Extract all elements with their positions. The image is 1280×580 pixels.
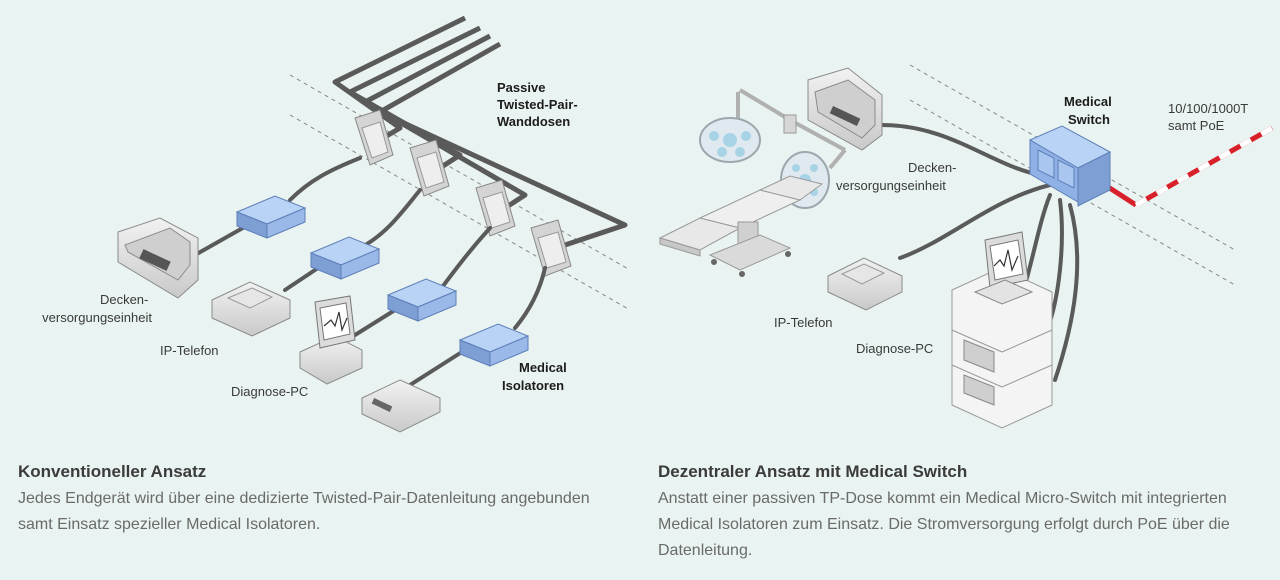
label-isolators-line1: Medical	[519, 360, 567, 375]
wall-outlet	[475, 179, 516, 237]
label-diagnosis-pc-right: Diagnose-PC	[856, 341, 933, 356]
label-uplink-line2: samt PoE	[1168, 118, 1225, 133]
wall-outlet	[354, 109, 394, 166]
label-medical-switch: Medical Switch	[1064, 94, 1115, 127]
label-ceiling-unit-right-line2: versorgungseinheit	[836, 178, 946, 193]
isolator-box	[386, 278, 458, 322]
network-diagram: Passive Twisted-Pair- Wanddosen Decken- …	[42, 15, 1274, 433]
ceiling-supply-unit	[807, 67, 883, 151]
caption-conventional-text: Jedes Endgerät wird über eine dedizierte…	[18, 490, 590, 533]
ceiling-supply-unit	[117, 217, 199, 299]
label-ceiling-unit-left-line2: versorgungseinheit	[42, 310, 152, 325]
left-panel: Passive Twisted-Pair- Wanddosen Decken- …	[42, 15, 631, 433]
label-medical-switch-line2: Switch	[1068, 112, 1110, 127]
device-cables	[193, 156, 547, 387]
ip-phone	[211, 281, 291, 337]
caption-decentral: Dezentraler Ansatz mit Medical Switch An…	[658, 462, 1268, 564]
label-wall-outlets-line1: Passive	[497, 80, 545, 95]
isolator-box	[458, 323, 530, 367]
uplink-cable	[1103, 125, 1274, 208]
ip-phone	[827, 257, 903, 311]
label-ceiling-unit-right: Decken- versorgungseinheit	[836, 160, 960, 193]
right-panel: Medical Switch 10/100/1000T samt PoE Dec…	[658, 64, 1274, 429]
label-ip-phone-left: IP-Telefon	[160, 343, 219, 358]
label-wall-outlets-line3: Wanddosen	[497, 114, 570, 129]
cable-bundle	[332, 15, 628, 248]
label-diagnosis-pc-left: Diagnose-PC	[231, 384, 308, 399]
wall-outlet	[409, 139, 450, 197]
label-ip-phone-right: IP-Telefon	[774, 315, 833, 330]
wall-lines	[289, 74, 631, 311]
caption-decentral-title: Dezentraler Ansatz mit Medical Switch	[658, 462, 968, 481]
caption-decentral-text: Anstatt einer passiven TP-Dose kommt ein…	[658, 490, 1230, 559]
label-ceiling-unit-right-line1: Decken-	[908, 160, 956, 175]
label-uplink-line1: 10/100/1000T	[1168, 101, 1248, 116]
isolator-box	[235, 195, 307, 239]
operating-table	[658, 175, 824, 277]
label-ceiling-unit-left-line1: Decken-	[100, 292, 148, 307]
label-wall-outlets: Passive Twisted-Pair- Wanddosen	[497, 80, 581, 129]
diagnosis-cart	[951, 231, 1053, 429]
label-medical-switch-line1: Medical	[1064, 94, 1112, 109]
label-ceiling-unit-left: Decken- versorgungseinheit	[42, 292, 152, 325]
caption-conventional-title: Konventioneller Ansatz	[18, 462, 207, 481]
wall-outlet	[530, 219, 572, 277]
isolator-box	[309, 236, 381, 280]
diagnosis-pc	[299, 295, 363, 385]
label-wall-outlets-line2: Twisted-Pair-	[497, 97, 578, 112]
label-isolators-line2: Isolatoren	[502, 378, 564, 393]
medical-switch	[1028, 125, 1112, 207]
label-isolators: Medical Isolatoren	[502, 360, 570, 393]
label-uplink: 10/100/1000T samt PoE	[1168, 101, 1252, 133]
caption-conventional: Konventioneller Ansatz Jedes Endgerät wi…	[18, 462, 628, 538]
medical-device	[361, 379, 441, 433]
